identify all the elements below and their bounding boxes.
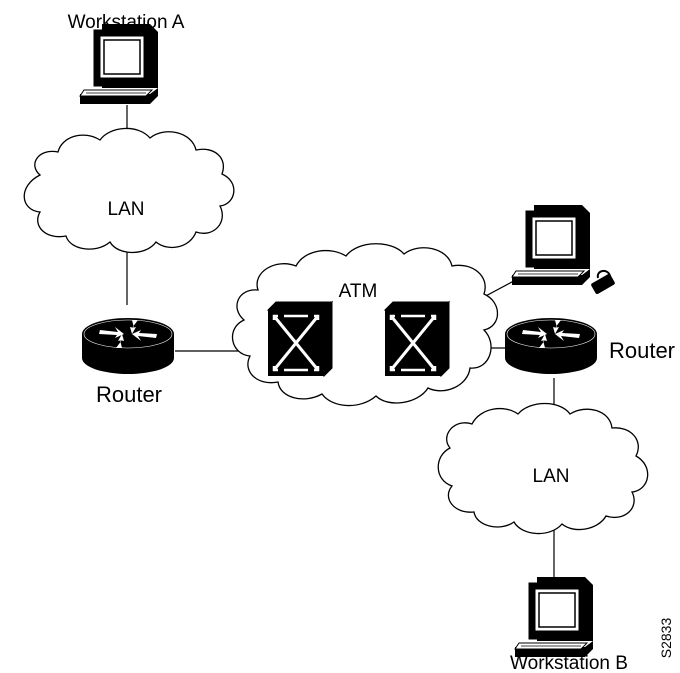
router-left-label: Router [96,382,162,407]
atm-label: ATM [339,281,378,302]
lock-icon [591,270,615,294]
workstation-a-label: Workstation A [68,12,185,33]
router-right-label: Router [609,338,675,363]
workstation-a-icon [79,23,159,105]
router-left-icon [81,317,175,375]
workstation-right-icon [511,204,591,286]
atm-switch-left-icon [266,300,334,378]
lan-cloud-bottom [437,402,649,535]
figure-id: S2833 [658,618,674,659]
router-right-icon [504,317,598,375]
workstation-b-label: Workstation B [510,653,628,673]
workstation-b-icon [514,576,594,658]
lan-cloud-top [23,127,235,254]
lan-top-label: LAN [108,199,145,220]
atm-switch-right-icon [383,300,451,378]
lan-bottom-label: LAN [533,466,570,487]
